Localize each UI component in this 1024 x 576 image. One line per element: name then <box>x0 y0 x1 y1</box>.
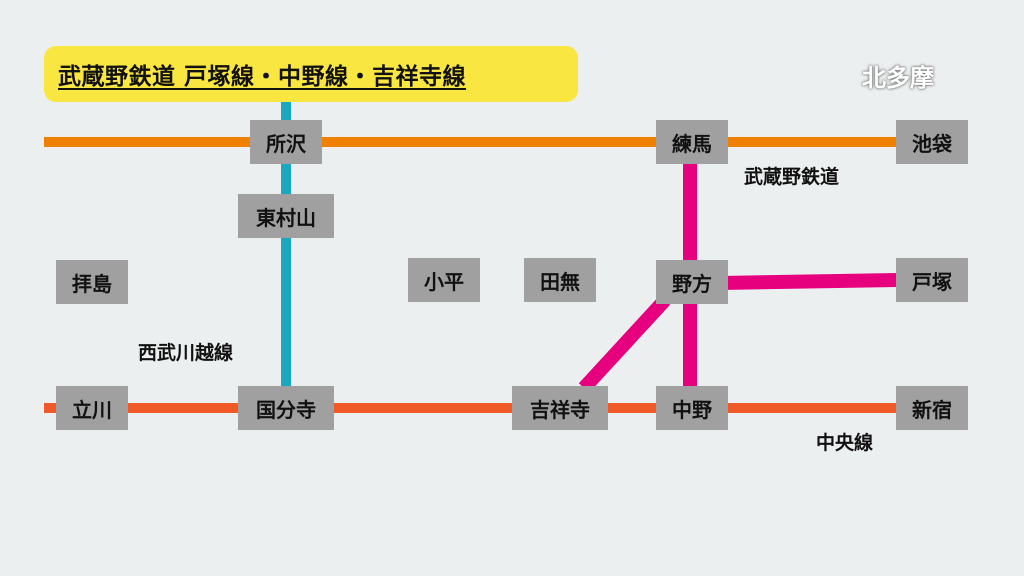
station-tachikawa: 立川 <box>56 386 128 430</box>
station-kokubunji: 国分寺 <box>238 386 334 430</box>
chuo-line-label: 中央線 <box>816 432 874 454</box>
station-ikebukuro: 池袋 <box>896 120 968 164</box>
station-shinjuku: 新宿 <box>896 386 968 430</box>
station-kichijoji: 吉祥寺 <box>512 386 608 430</box>
totsuka-line-segment-nogata-totsuka <box>719 273 901 290</box>
kichijoji-line-segment <box>578 295 671 393</box>
seibu-kawagoe-line-label: 西武川越線 <box>138 342 234 364</box>
station-tanashi: 田無 <box>524 258 596 302</box>
station-higashimurayama: 東村山 <box>238 194 334 238</box>
musashino-railway-label: 武蔵野鉄道 <box>744 166 840 188</box>
station-haijima: 拝島 <box>56 260 128 304</box>
map-title: 武蔵野鉄道 戸塚線・中野線・吉祥寺線 <box>44 46 578 102</box>
region-label: 北多摩 <box>862 64 934 92</box>
station-nerima: 練馬 <box>656 120 728 164</box>
station-nakano: 中野 <box>656 386 728 430</box>
station-kodaira: 小平 <box>408 258 480 302</box>
station-tokorozawa: 所沢 <box>250 120 322 164</box>
station-nogata: 野方 <box>656 260 728 304</box>
station-totsuka: 戸塚 <box>896 258 968 302</box>
